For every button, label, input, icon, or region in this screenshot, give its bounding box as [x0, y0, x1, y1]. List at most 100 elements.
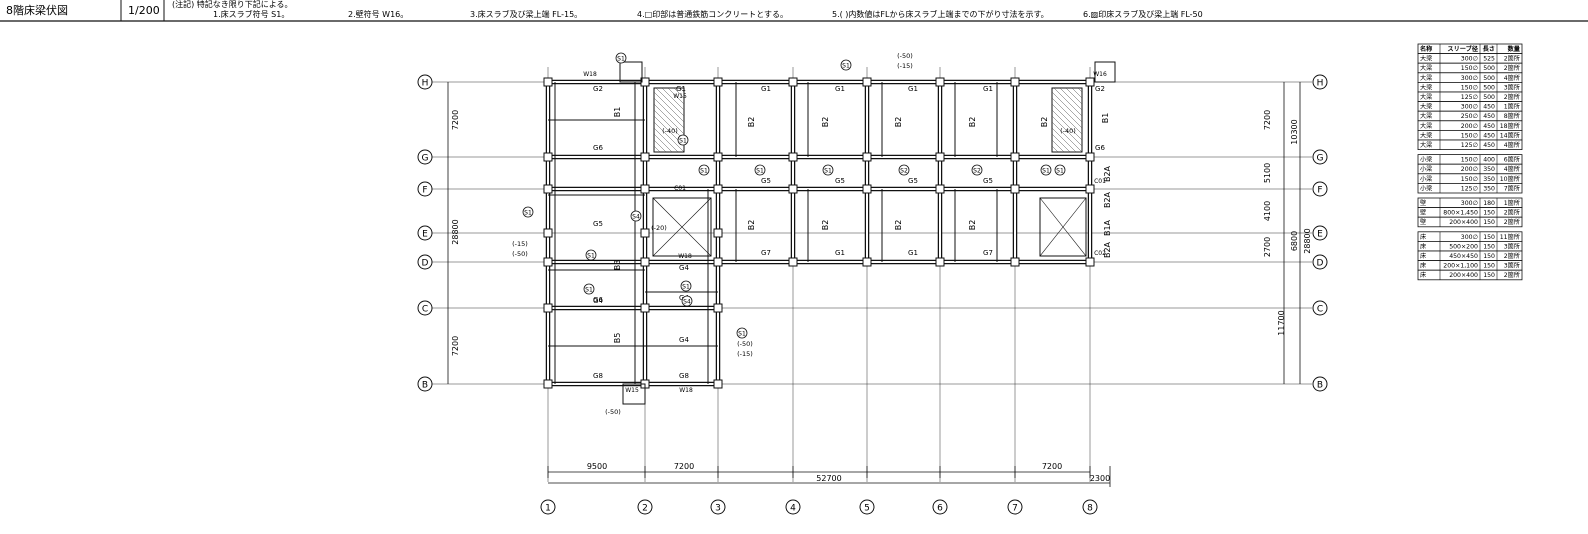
grid-bubble-row [1312, 300, 1328, 316]
girder-label: G1 [676, 85, 686, 93]
girder-label: G4 [593, 297, 603, 305]
sleeve-table-row-cell: 300∅ [1461, 200, 1478, 207]
girder-label: G1 [908, 85, 918, 93]
sleeve-table-row-cell: 300∅ [1461, 75, 1478, 82]
column [713, 379, 723, 389]
beam-label: B2 [1040, 117, 1049, 128]
grid-bubble-row [1312, 149, 1328, 165]
sleeve-table-row-cell: 壁 [1420, 218, 1426, 226]
sleeve-table-row-cell: 2箇所 [1504, 271, 1520, 279]
drawing-scale: 1/200 [128, 4, 160, 17]
note-1: 1.床スラブ符号 S1。 [213, 9, 289, 19]
grid-bubble-col [932, 499, 948, 515]
girder-label: G6 [1095, 144, 1105, 152]
column-tag: C02 [1094, 250, 1106, 257]
slab-tag: S1 [679, 138, 687, 145]
column [1010, 77, 1020, 87]
grid-label-col: 3 [715, 504, 721, 514]
column [1085, 152, 1095, 162]
sleeve-table-row-cell: 床 [1420, 233, 1426, 241]
slab-tag: S1 [1042, 168, 1050, 175]
column [862, 257, 872, 267]
dim-text-right: 11700 [1277, 310, 1286, 335]
wall-label: W16 [1093, 71, 1107, 78]
column [862, 77, 872, 87]
beam-label: B2 [747, 117, 756, 128]
sleeve-table-row-cell: 150∅ [1461, 65, 1478, 72]
note-4: 4.□印部は普通鉄筋コンクリートとする。 [637, 9, 788, 19]
column [543, 228, 553, 238]
girder-label: G4 [679, 336, 689, 344]
sleeve-table-header-cell: 名称 [1420, 45, 1433, 53]
hatched-slab-left-hatch [679, 87, 685, 93]
level-label: (-40) [1060, 127, 1076, 135]
column [713, 303, 723, 313]
sleeve-table-row-cell: 2箇所 [1504, 55, 1520, 63]
sleeve-table-row-cell: 150 [1483, 243, 1495, 250]
sleeve-table-row-cell: 500 [1483, 75, 1495, 82]
column [935, 152, 945, 162]
sleeve-table-row-cell: 450×450 [1449, 253, 1478, 260]
dim-text-right-total: 28800 [1303, 228, 1312, 253]
sleeve-table-row-cell: 150 [1483, 253, 1495, 260]
sleeve-table-row-cell: 7箇所 [1504, 184, 1520, 192]
grid-bubble-col [1082, 499, 1098, 515]
slab-tag: S1 [738, 331, 746, 338]
grid-bubble-row [417, 225, 433, 241]
beam-label: B2A [1103, 241, 1112, 258]
slab-tag: S1 [824, 168, 832, 175]
hatched-slab-left-hatch [653, 127, 679, 153]
grid-label-col: 8 [1087, 504, 1093, 514]
grid-label-col: 5 [864, 504, 870, 514]
hatched-slab-right-hatch [1051, 127, 1077, 153]
grid-label-row: G [1317, 154, 1324, 164]
column [1085, 184, 1095, 194]
sleeve-table-row-cell: 300∅ [1461, 234, 1478, 241]
sleeve-table-row-cell: 11箇所 [1500, 233, 1520, 241]
slab-tag-circle [615, 52, 627, 64]
sleeve-table-row-cell: 1箇所 [1504, 103, 1520, 111]
grid-label-row: B [1317, 381, 1323, 391]
sleeve-table-row-cell: 150∅ [1461, 132, 1478, 139]
hatched-slab-right [1051, 87, 1083, 153]
girder-label: G5 [983, 177, 993, 185]
stair-core-left-x [652, 197, 712, 257]
sleeve-table-row-cell: 125∅ [1461, 185, 1478, 192]
column [543, 257, 553, 267]
sleeve-table-row-cell: 150∅ [1461, 176, 1478, 183]
level-label: (-15) [897, 62, 913, 70]
column [640, 152, 650, 162]
sleeve-table-row-cell: 2箇所 [1504, 252, 1520, 260]
sleeve-table-row-cell: 小梁 [1420, 156, 1432, 164]
column [1010, 257, 1020, 267]
slab-tag: S1 [700, 168, 708, 175]
dim-text-left: 7200 [451, 110, 460, 130]
sleeve-table-row-cell: 200×400 [1449, 272, 1478, 279]
sleeve-table-row-cell: 小梁 [1420, 184, 1432, 192]
grid-bubble-row [417, 149, 433, 165]
sleeve-table-row-cell: 大梁 [1420, 64, 1432, 72]
slab-tag: S1 [524, 210, 532, 217]
sleeve-table-row-cell: 150 [1483, 210, 1495, 217]
sleeve-table-header-cell: 数量 [1508, 45, 1521, 53]
beam-label: B2A [1103, 191, 1112, 208]
note-2: 2.壁符号 W16。 [348, 9, 408, 19]
sleeve-table-row-cell: 1箇所 [1504, 199, 1520, 207]
grid-label-row: F [1317, 186, 1322, 196]
sleeve-table-row-cell: 大梁 [1420, 55, 1432, 63]
slab-tag-circle [630, 210, 642, 222]
grid-label-row: E [1317, 230, 1323, 240]
sleeve-table-row-cell: 床 [1420, 242, 1426, 250]
grid-bubble-row [417, 254, 433, 270]
level-label: (-50) [512, 250, 528, 258]
grid-bubble-col [540, 499, 556, 515]
slab-tag-circle [971, 164, 983, 176]
sleeve-table-row-cell: 2箇所 [1504, 218, 1520, 226]
hatched-slab-left-hatch [653, 91, 685, 123]
girder-label: G5 [761, 177, 771, 185]
slab-tag-circle [736, 327, 748, 339]
girder-label: G7 [761, 249, 771, 257]
wall-label: W15 [625, 387, 639, 394]
slab-tag-circle [822, 164, 834, 176]
